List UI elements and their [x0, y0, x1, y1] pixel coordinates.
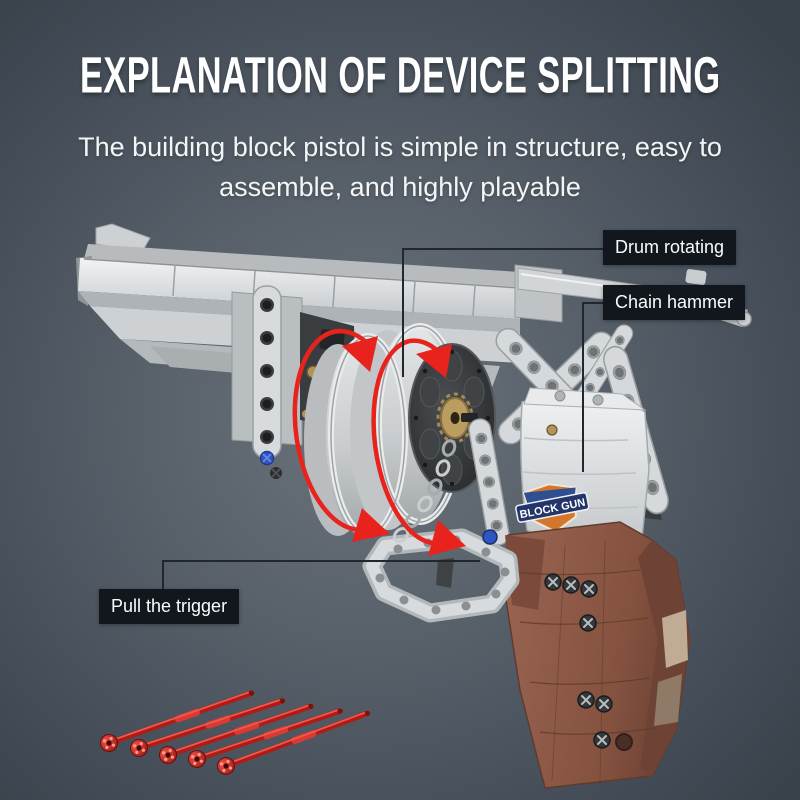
- rotation-arrows: [292, 328, 466, 556]
- subtitle-line-2: assemble, and highly playable: [219, 172, 581, 202]
- leader-hammer: [582, 302, 603, 472]
- callout-pull-the-trigger: Pull the trigger: [99, 589, 240, 624]
- trigger-guard: [362, 439, 520, 623]
- grip: [505, 521, 691, 789]
- leader-drum: [402, 248, 603, 377]
- page-title: EXPLANATION OF DEVICE SPLITTING: [80, 47, 721, 105]
- logo-badge: BLOCK GUN: [515, 483, 590, 533]
- red-dart: [186, 702, 345, 770]
- callout-drum-rotating: Drum rotating: [603, 230, 737, 265]
- callout-chain-hammer: Chain hammer: [603, 285, 746, 320]
- frame-body: BLOCK GUN: [467, 387, 650, 549]
- leader-trigger: [162, 560, 480, 589]
- chain: [392, 439, 457, 543]
- callout-leader-lines: [162, 248, 603, 589]
- darts-group: [98, 684, 373, 777]
- subtitle-line-1: The building block pistol is simple in s…: [78, 132, 722, 162]
- drum-cylinder: [304, 323, 496, 537]
- page-subtitle: The building block pistol is simple in s…: [0, 127, 800, 207]
